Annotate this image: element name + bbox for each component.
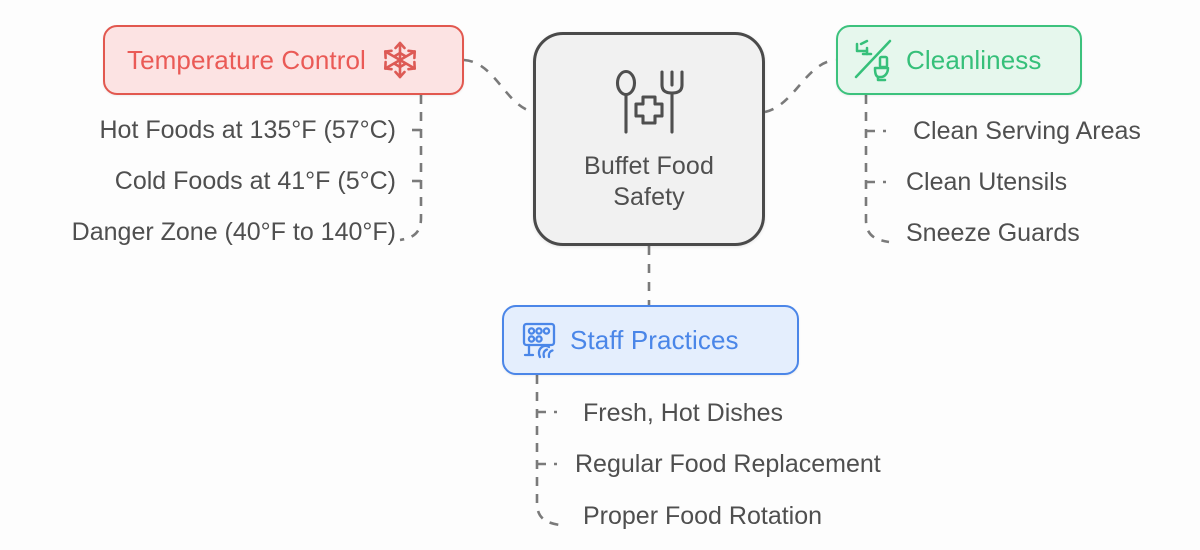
- branch-label-cleanliness: Cleanliness: [906, 45, 1042, 75]
- center-node-buffet-food-safety[interactable]: Buffet Food Safety: [533, 32, 765, 246]
- center-label-line2: Safety: [613, 182, 685, 211]
- leaf-cleanliness-2: Clean Utensils: [906, 168, 1068, 196]
- center-node-label: Buffet Food Safety: [584, 151, 714, 213]
- leaf-temperature-3: Danger Zone (40°F to 140°F): [71, 218, 396, 246]
- spoon-fork-medical-cross-icon: [610, 66, 688, 145]
- leaf-temperature-1: Hot Foods at 135°F (57°C): [99, 116, 396, 144]
- leaf-cleanliness-3: Sneeze Guards: [906, 219, 1080, 247]
- leaf-staff-1: Fresh, Hot Dishes: [583, 399, 784, 427]
- snowflake-icon: [380, 40, 420, 80]
- faucet-toilet-sanitation-icon: [850, 37, 896, 83]
- leaf-staff-3: Proper Food Rotation: [583, 502, 823, 530]
- leaf-staff-2: Regular Food Replacement: [575, 450, 881, 478]
- spine-cleanliness: [864, 95, 890, 244]
- branch-node-staff-practices[interactable]: Staff Practices: [502, 305, 799, 375]
- link-center-to-cleanliness: [764, 58, 837, 114]
- spine-staff: [535, 375, 561, 527]
- branch-label-staff-practices: Staff Practices: [570, 325, 739, 355]
- branch-label-temperature-control: Temperature Control: [127, 45, 366, 75]
- hand-touch-panel-icon: [518, 319, 560, 361]
- link-center-to-temperature: [463, 58, 534, 114]
- branch-node-temperature-control[interactable]: Temperature Control: [103, 25, 464, 95]
- branch-node-cleanliness[interactable]: Cleanliness: [836, 25, 1082, 95]
- leaf-temperature-2: Cold Foods at 41°F (5°C): [114, 167, 396, 195]
- leaf-cleanliness-1: Clean Serving Areas: [913, 117, 1141, 145]
- spine-temperature: [399, 95, 423, 242]
- center-label-line1: Buffet Food: [584, 151, 714, 180]
